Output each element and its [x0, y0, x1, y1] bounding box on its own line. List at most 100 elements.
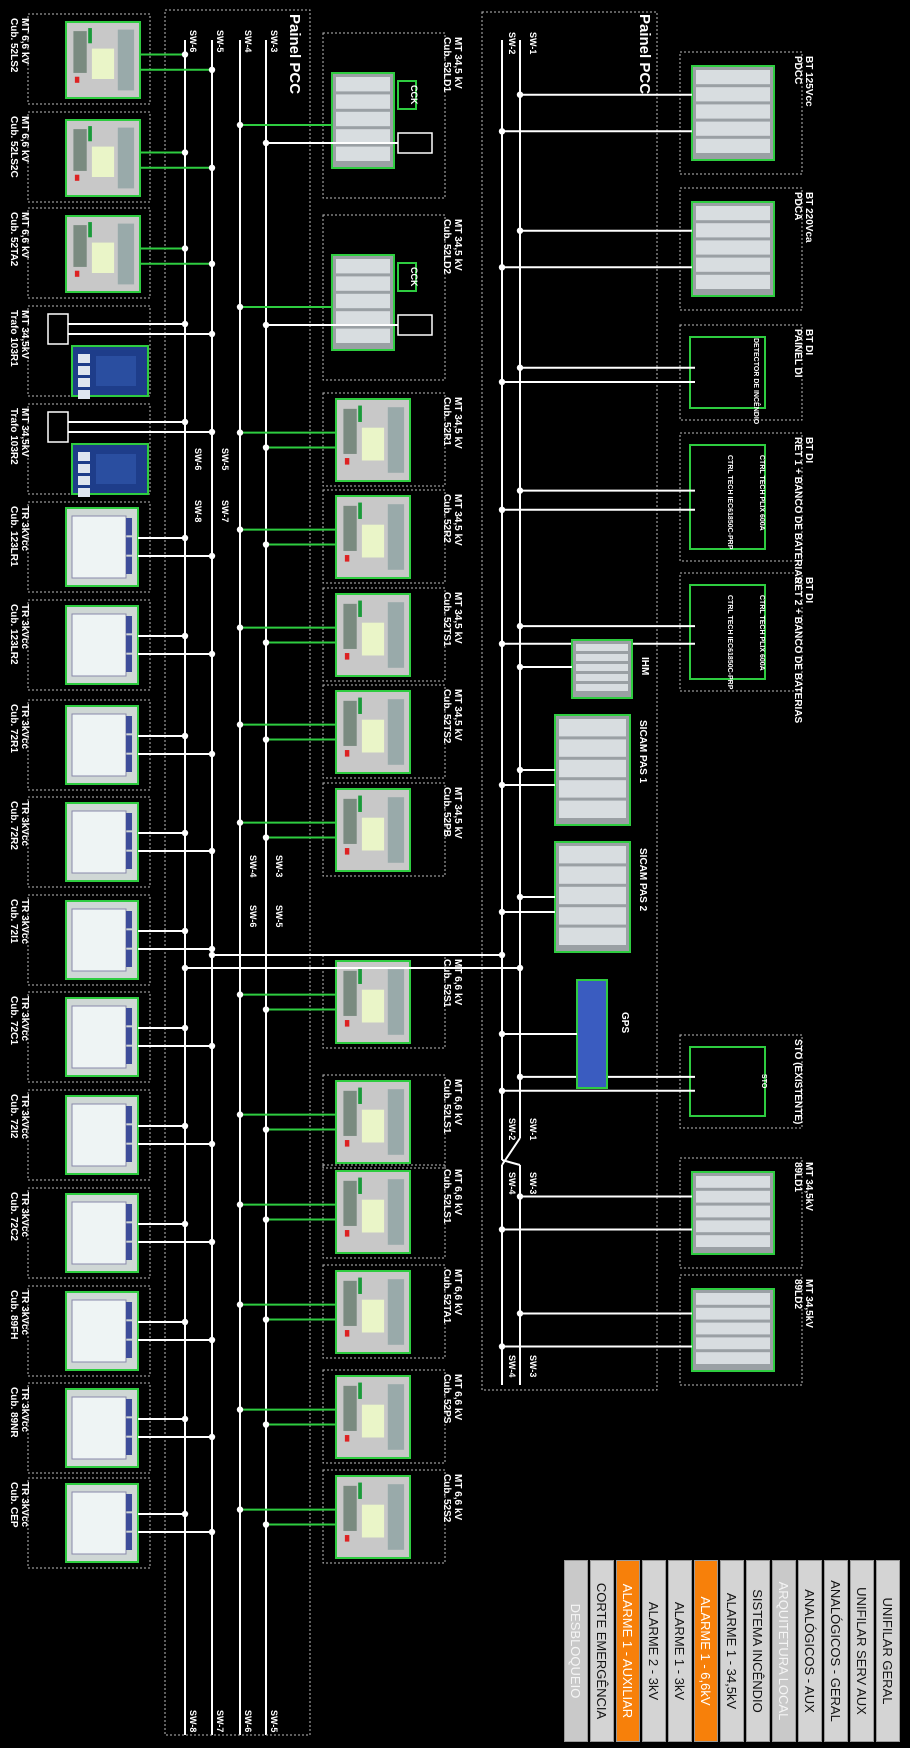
- junction-dot: [237, 526, 243, 532]
- top-cubicle-0-voltage: BT 125Vcc: [803, 56, 814, 107]
- mid-relay-9-display: [362, 1200, 384, 1233]
- bottom-ied-6-key: [126, 635, 132, 652]
- bottom-ied-15-key: [126, 1494, 132, 1511]
- mid-relay-8-display: [362, 1110, 384, 1143]
- junction-dot: [263, 639, 269, 645]
- menu-button-alarme-1-3kv[interactable]: ALARME 1 - 3kV: [668, 1560, 692, 1742]
- junction-dot: [209, 67, 215, 73]
- bottom-trafo-switch-3: [48, 314, 68, 344]
- bottom-trafo-switch-4: [48, 412, 68, 442]
- mid-cubicle-8-voltage: MT 6,6 kV: [452, 1079, 463, 1125]
- mid-relay-3-display: [362, 525, 384, 558]
- bottom-trafo-relay-4-key: [78, 488, 90, 497]
- bottom-ied-11-key: [126, 1145, 132, 1162]
- bottom-relay-0-terminals: [118, 30, 134, 91]
- bottom-ied-15: [66, 1484, 138, 1562]
- bottom-cubicle-9-voltage: TR 3kVcc: [19, 899, 30, 944]
- mid-relay-1-slot: [336, 259, 390, 273]
- mid-cubicle-10-name: Cub. 52TA1: [441, 1269, 452, 1324]
- menu-button-desbloqueio[interactable]: DESBLOQUEIO: [564, 1560, 588, 1742]
- menu-button-unifilar-geral[interactable]: UNIFILAR GERAL: [876, 1560, 900, 1742]
- mid-relay-1: [332, 255, 394, 350]
- ctrl-tech-2-label-b: CTRL TECH IEC61850C-PRP: [726, 595, 733, 690]
- top-cubicle-1-voltage: BT 220Vca: [803, 192, 814, 243]
- menu-button-anal-gicos-aux[interactable]: ANALÓGICOS - AUX: [798, 1560, 822, 1742]
- bottom-relay-0: [66, 22, 140, 98]
- top-cubicle-rack-0-slot: [696, 87, 770, 101]
- menu-button-arquitetura-local[interactable]: ARQUITETURA LOCAL: [772, 1560, 796, 1742]
- bottom-relay-1-led2: [88, 126, 92, 141]
- mid-relay-5-led: [345, 750, 349, 757]
- mid-relay-6-led: [345, 848, 349, 855]
- junction-dot: [499, 909, 505, 915]
- junction-dot: [209, 165, 215, 171]
- top-cubicle-rack-0-slot: [696, 139, 770, 153]
- ctrl-tech-2-label: CTRL TECH IEC61850C-PRP: [726, 455, 733, 550]
- junction-dot: [182, 535, 188, 541]
- bottom-trafo-relay-3-key: [78, 366, 90, 375]
- junction-dot: [263, 1316, 269, 1322]
- bottom-cubicle-9-name: Cub. 72I1: [8, 899, 19, 944]
- top-cubicle-rack-1-slot: [696, 206, 770, 220]
- bottom-cubicle-15-name: Cub. CEP: [8, 1482, 19, 1528]
- bottom-cubicle-13-name: Cub. 89FH: [8, 1290, 19, 1339]
- bottom-cubicle-3-name: Trafo 103R1: [8, 310, 19, 367]
- bottom-ied-13-key: [126, 1302, 132, 1319]
- bottom-relay-0-display: [92, 49, 114, 79]
- sicam-2-device-slot: [559, 846, 626, 863]
- menu-button-alarme-1-auxiliar[interactable]: ALARME 1 - AUXILIAR: [616, 1560, 640, 1742]
- sicam-1-device-slot: [559, 739, 626, 756]
- bottom-trafo-relay-4-key: [78, 476, 90, 485]
- sw6-label-top: SW-6: [188, 30, 198, 52]
- menu-button-corte-emerg-ncia[interactable]: CORTE EMERGÊNCIA: [590, 1560, 614, 1742]
- bottom-ied-5-key: [126, 537, 132, 554]
- bottom-ied-12-key: [126, 1204, 132, 1221]
- bottom-trafo-relay-4-key: [78, 464, 90, 473]
- mid-relay-6-keys: [343, 799, 356, 844]
- top-cubicle-1-name: PDCA: [792, 192, 803, 220]
- junction-dot: [499, 1031, 505, 1037]
- mid-relay-12-display: [362, 1505, 384, 1538]
- mid-relay-12-led2: [358, 1483, 362, 1499]
- sw3-label-b: SW-3: [528, 1172, 538, 1194]
- menu-button-alarme-2-3kv[interactable]: ALARME 2 - 3kV: [642, 1560, 666, 1742]
- sto-label: STO: [760, 1074, 767, 1089]
- bottom-relay-0-keys: [73, 31, 86, 73]
- top-cubicle-rack-0-slot: [696, 70, 770, 84]
- bottom-ied-10-screen: [72, 1006, 126, 1068]
- mid-cubicle-5-voltage: MT 34,5 kV: [452, 689, 463, 741]
- gps-label: GPS: [619, 1012, 630, 1033]
- sicam-2-label: SICAM PAS 2: [637, 848, 648, 912]
- bottom-ied-9-key: [126, 930, 132, 947]
- top-cubicle-rack-0-slot: [696, 122, 770, 136]
- bottom-ied-13-key: [126, 1321, 132, 1338]
- menu-button-alarme-1-34-5kv[interactable]: ALARME 1 - 34,5kV: [720, 1560, 744, 1742]
- mid-relay-0-slot: [336, 112, 390, 126]
- bottom-cubicle-2-voltage: MT 6,6 kV: [19, 212, 30, 258]
- bottom-trafo-relay-3-key: [78, 354, 90, 363]
- bottom-ied-8: [66, 803, 138, 881]
- top-cubicle-4-name: RET 2 + BANCO DE BATERIAS: [792, 577, 803, 724]
- menu-button-anal-gicos-geral[interactable]: ANALÓGICOS - GERAL: [824, 1560, 848, 1742]
- bottom-relay-2-led2: [88, 222, 92, 237]
- bottom-ied-7-key: [126, 735, 132, 752]
- menu-button-sistema-inc-ndio[interactable]: SISTEMA INCÊNDIO: [746, 1560, 770, 1742]
- bottom-ied-10-key: [126, 1027, 132, 1044]
- bottom-ied-7-key: [126, 716, 132, 733]
- sw6-label-bot: SW-8: [188, 1710, 198, 1732]
- menu-button-alarme-1-6-6kv[interactable]: ALARME 1 - 6,6kV: [694, 1560, 718, 1742]
- menu-button-unifilar-serv-aux[interactable]: UNIFILAR SERV AUX: [850, 1560, 874, 1742]
- junction-dot: [209, 751, 215, 757]
- junction-dot: [182, 965, 188, 971]
- mid-cubicle-7-name: Cub. 52S1: [441, 959, 452, 1008]
- junction-dot: [517, 1074, 523, 1080]
- junction-dot: [499, 1226, 505, 1232]
- sicam-1-device-slot: [559, 780, 626, 797]
- mid-relay-0-slot: [336, 129, 390, 143]
- sw3-label-bot: SW-5: [269, 1710, 279, 1732]
- navigation-menu: UNIFILAR GERALUNIFILAR SERV AUXANALÓGICO…: [525, 1560, 900, 1742]
- top-cubicle-rack-0-slot: [696, 104, 770, 118]
- bottom-cubicle-6-voltage: TR 3kVcc: [19, 604, 30, 649]
- mid-relay-9-terminals: [388, 1179, 404, 1245]
- mid-relay-9-led: [345, 1230, 349, 1237]
